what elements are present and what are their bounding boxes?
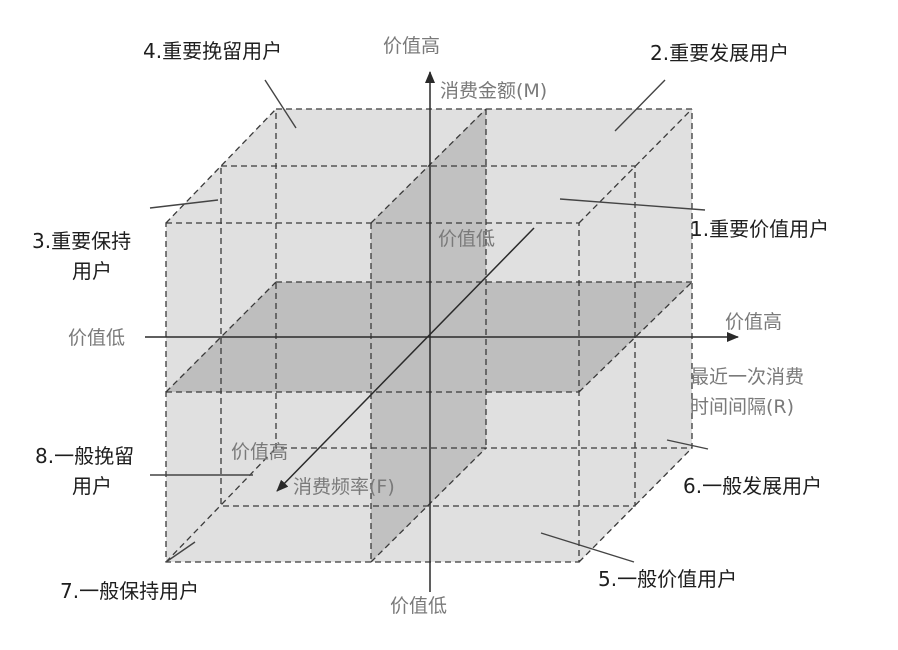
segment-7-label: 7.一般保持用户 [60, 579, 199, 603]
r-axis-low-label: 价值低 [68, 327, 125, 349]
segment-1-label: 1.重要价值用户 [690, 217, 829, 241]
m-axis-name: 消费金额(M) [440, 80, 547, 102]
m-axis-low-label: 价值低 [390, 595, 447, 617]
f-axis-name: 消费频率(F) [293, 476, 395, 498]
segment-4-label: 4.重要挽留用户 [143, 39, 282, 63]
f-axis-high-label: 价值高 [231, 441, 288, 463]
leader-lines [149, 79, 709, 563]
r-axis-high-label: 价值高 [725, 311, 782, 333]
r-axis-name-line2: 时间间隔(R) [690, 396, 794, 418]
segment-8-label-line1: 8.一般挽留 [35, 444, 134, 468]
f-axis [276, 227, 535, 492]
segment-5-label: 5.一般价值用户 [598, 567, 737, 591]
segment-6-label: 6.一般发展用户 [683, 474, 822, 498]
f-axis-low-label: 价值低 [438, 228, 495, 250]
segment-2-label: 2.重要发展用户 [650, 41, 789, 65]
segment-3-label-line2: 用户 [72, 259, 112, 283]
segment-3-label-line1: 3.重要保持 [32, 229, 131, 253]
m-axis-high-label: 价值高 [383, 35, 440, 57]
cube-dashed-edges [165, 108, 693, 563]
r-axis-name-line1: 最近一次消费 [690, 366, 804, 388]
segment-8-label-line2: 用户 [72, 474, 112, 498]
